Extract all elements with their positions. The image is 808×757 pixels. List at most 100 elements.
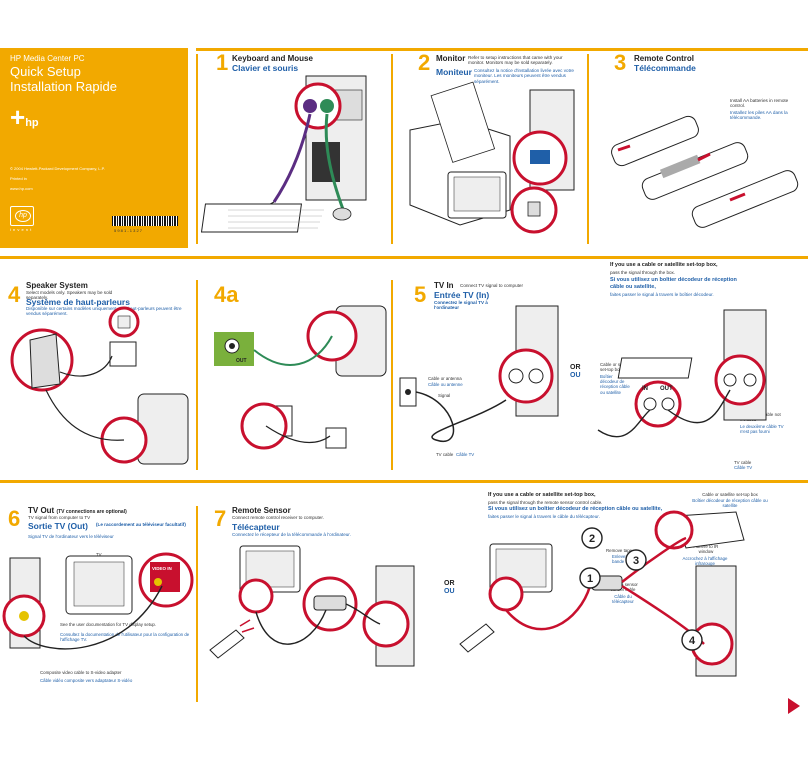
tv-out-illustration: VIDEO IN [2,552,194,650]
tv-label: TV [96,552,102,557]
hp-logo-icon: hp [10,206,34,226]
step-7-alt-title-fr: Si vous utilisez un boîtier décodeur de … [488,506,663,512]
step-3-title-fr: Télécommande [634,63,696,73]
step-7-alt-desc-fr: faites passer le signal à travers le câb… [488,514,600,519]
speaker-illustration [10,306,189,465]
tv-doc-note-fr: Consultez la documentation de l'utilisat… [60,632,190,643]
step-2-title: Monitor [436,54,466,63]
signal-label: Signal [438,393,451,398]
step-5-alt-desc: pass the signal through the box. [610,270,676,275]
stb-label-7-fr: Boîtier décodeur de réception câble ou s… [692,498,768,509]
step-7-desc-fr: Connectez le récepteur de la télécommand… [232,532,351,537]
stb-label-fr: Boîtier décodeur de réception câble ou s… [600,374,630,395]
plus-hp-logo: +hp [10,102,39,132]
tv-in-illustration [399,305,559,443]
step-5-desc: Connect TV signal to computer [460,283,523,288]
copyright: © 2004 Hewlett-Packard Development Compa… [10,166,105,171]
step-1-title: Keyboard and Mouse [232,54,313,63]
tv-cable-label-2: TV cable [734,460,752,465]
step-5-title-fr: Entrée TV (In) [434,290,490,300]
callout-2: 2 [589,533,595,545]
cover-title: Quick Setup [10,64,81,79]
adapter-label: Composite video cable to S-video adapter [40,670,122,675]
step-6-desc: TV signal from computer to TV [28,515,91,520]
sensor-cable-label-fr: Câble du télécapteur [612,594,634,605]
remote-sensor-illustration [209,545,415,667]
step-5-alt-desc-fr: faites passer le signal à travers le boî… [610,292,714,297]
divider [196,506,198,702]
step-2-number: 2 [418,50,431,75]
step-6-desc-fr: Signal TV de l'ordinateur vers le télévi… [28,534,114,539]
step-7-title-fr: Télécapteur [232,522,280,532]
step-3-number: 3 [614,50,627,75]
callout-4: 4 [689,635,696,647]
step-4-desc: Select models only. Speakers may be sold… [26,290,113,301]
step-6-number: 6 [8,506,21,531]
step-1-title-fr: Clavier et souris [232,63,299,73]
step-6-title-fr-note: (Le raccordement au téléviseur facultati… [96,522,186,527]
row2-rule [0,256,808,259]
row1-rule [196,48,808,51]
step-7-desc: Connect remote control receiver to compu… [232,515,324,520]
remote-control-illustration [611,115,799,228]
stb-remote-sensor-illustration: 2 3 1 4 [459,510,745,677]
step-2-desc: Refer to setup instructions that came wi… [468,55,563,66]
battery-note-fr: Installez les piles AA dans la télécomma… [730,110,788,121]
barcode-number: 5 9 8 1 - 1 3 2 7 [114,228,143,233]
step-7-alt-title: If you use a cable or satellite set-top … [488,492,596,498]
speaker-4a-illustration: OUT [214,305,387,450]
sensor-cable-label: Remote sensor control cable [608,582,638,593]
step-4-desc-fr: Disponible sur certains modèles uniqueme… [26,306,182,317]
adapter-label-fr: Câble vidéo composite vers adaptateur S-… [40,678,133,683]
out-label: OUT [660,386,673,392]
tv-cable-label-fr: Câble TV [456,452,475,457]
step-7-alt-desc: pass the signal through the remote senso… [488,500,603,505]
tv-cable-label-2-fr: Câble TV [734,465,753,470]
stb-label-7: Cable or satellite set-top box [702,492,758,497]
remove-tape-label: Remove tape [606,548,633,553]
step-2-title-fr: Moniteur [436,67,472,77]
video-in-label: VIDEO IN [152,566,172,571]
in-label: IN [642,386,648,392]
cable-antenna-label-fr: Câble ou antenne [428,382,463,387]
step-4-title: Speaker System [26,281,88,290]
callout-3: 3 [633,555,639,567]
cover-panel: HP Media Center PC Quick Setup Installat… [0,48,188,248]
row3-rule [0,480,808,483]
stb-label: Cable or satellite set-top box [600,362,633,373]
step-5-alt-title: If you use a cable or satellite set-top … [610,262,718,268]
step-5-desc-fr: Connectez le signal TV à l'ordinateur [434,300,488,311]
cable-antenna-label: Cable or antenna [428,376,462,381]
divider [196,280,198,470]
step-4a-number: 4a [214,282,239,307]
cover-subtitle: Installation Rapide [10,79,117,94]
step-7-number: 7 [214,506,227,531]
step-6-title-fr: Sortie TV (Out) [28,521,88,531]
printed-in: Printed in [10,176,27,181]
step-7-title: Remote Sensor [232,506,291,515]
invent-tagline: i n v e n t [10,227,32,232]
step-4-title-fr: Système de haut-parleurs [26,297,130,307]
tv-cable-label: TV cable [436,452,454,457]
step-6-title: TV Out (TV connections are optional) [28,506,127,515]
adhere-label: Adhere to IR window [693,544,719,555]
step-2-desc-fr: Consultez la notice d'installation livré… [474,68,574,84]
divider [391,54,393,244]
battery-note: Install AA batteries in remote control. [730,98,789,109]
step-3-title: Remote Control [634,54,694,63]
product-name: HP Media Center PC [10,54,85,63]
step-5-number: 5 [414,282,427,307]
divider [196,54,198,244]
barcode [112,216,178,226]
stb-tv-in-illustration: IN OUT [597,309,767,438]
step-4-number: 4 [8,282,21,307]
tv-doc-note: See the user documentation for TV displa… [60,622,157,627]
page-corner-icon [788,698,800,714]
hp-url: www.hp.com [10,186,33,191]
divider [391,280,393,470]
keyboard-mouse-illustration [200,75,367,233]
divider [587,54,589,244]
second-tv-cable-fr: Le deuxième câble TV n'est pas fourni [740,424,784,435]
